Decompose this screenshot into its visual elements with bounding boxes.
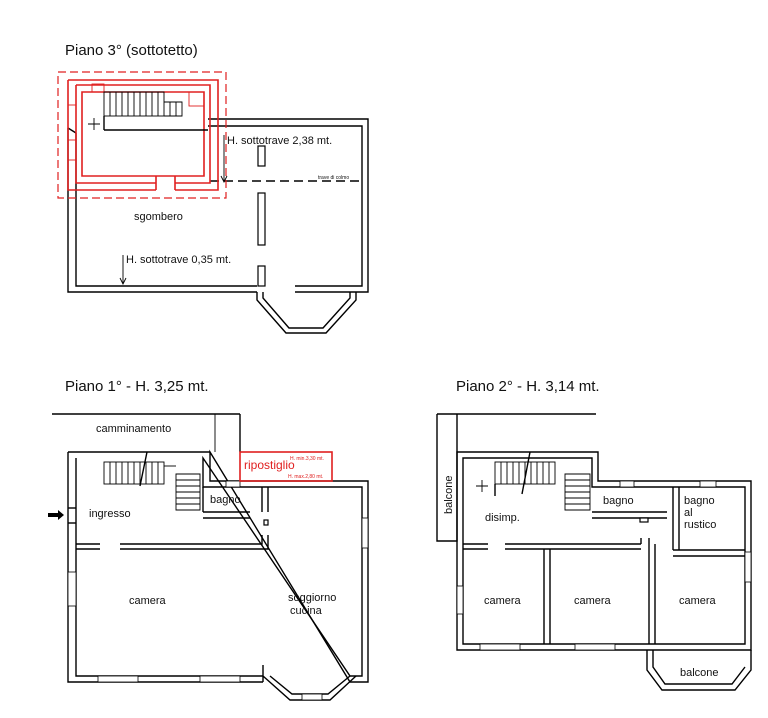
entrance-arrow-icon: [48, 510, 64, 520]
room-label-bagno-1: bagno: [210, 494, 241, 506]
floor-3-plan: Piano 3° (sottotetto) trave di colmo H. …: [57, 42, 369, 334]
floor-3-walls: trave di colmo: [67, 118, 369, 334]
floor-2-stair: [476, 451, 591, 511]
floor-2-plan: Piano 2° - H. 3,14 mt. balcone: [436, 378, 752, 691]
floor-3-title: Piano 3° (sottotetto): [65, 42, 198, 59]
room-label-bagno-2: bagno: [603, 495, 634, 507]
room-label-bagno-rustico-1: bagno: [684, 495, 715, 507]
room-label-camera-2c: camera: [679, 595, 717, 607]
room-label-disimp: disimp.: [485, 512, 520, 524]
room-label-balcone-bottom: balcone: [680, 667, 719, 679]
room-label-camminamento: camminamento: [96, 423, 171, 435]
floor-1-walls: [67, 449, 369, 701]
floor-1-title: Piano 1° - H. 3,25 mt.: [65, 378, 209, 395]
room-label-camera-1: camera: [129, 595, 167, 607]
room-label-balcone-side: balcone: [443, 475, 455, 514]
room-label-sgombero: sgombero: [134, 211, 183, 223]
room-label-ingresso: ingresso: [89, 508, 131, 520]
floor-3-stair: [88, 91, 208, 131]
floor-3-height-note-high: H. sottotrave 2,38 mt.: [227, 135, 332, 147]
floor-2-title: Piano 2° - H. 3,14 mt.: [456, 378, 600, 395]
room-label-camera-2a: camera: [484, 595, 522, 607]
room-label-soggiorno: soggiorno: [288, 592, 336, 604]
floor-3-stair-highlight: [57, 71, 227, 199]
storage-ripostiglio: H. min.3,30 mt. ripostiglio H. max.2,80 …: [239, 451, 333, 482]
room-label-camera-2b: camera: [574, 595, 612, 607]
storage-h-min: H. min.3,30 mt.: [290, 456, 324, 462]
floor-3-height-note-low: H. sottotrave 0,35 mt.: [126, 254, 231, 266]
room-label-cucina: cucina: [290, 605, 323, 617]
ridge-beam-label: trave di colmo: [318, 175, 349, 181]
floor-1-plan: Piano 1° - H. 3,25 mt. camminamento: [48, 378, 369, 701]
room-label-bagno-rustico-2: al: [684, 507, 693, 519]
room-label-bagno-rustico-3: rustico: [684, 519, 716, 531]
floor-1-stair: [103, 451, 201, 511]
storage-label: ripostiglio: [244, 458, 295, 472]
storage-h-max: H. max.2,80 mt.: [288, 474, 323, 480]
floor-2-walls: [456, 451, 752, 691]
